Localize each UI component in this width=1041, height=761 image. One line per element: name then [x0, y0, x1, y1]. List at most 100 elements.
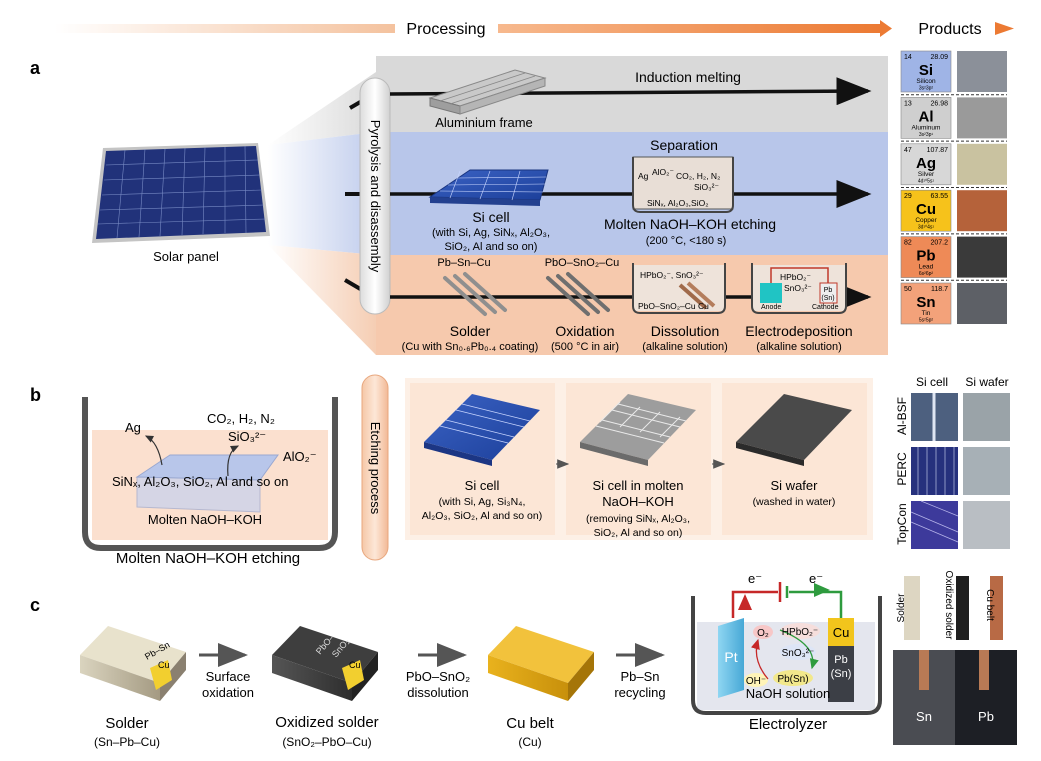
- e-right: e⁻: [809, 571, 823, 586]
- si-cell-title: Si cell: [472, 209, 509, 225]
- c-step3-a: Pb–Sn: [620, 669, 659, 684]
- element-photo-pb: [957, 236, 1007, 278]
- processing-bar-right: [498, 24, 880, 33]
- electro-title: Electrodeposition: [745, 323, 852, 339]
- processing-arrowhead: [880, 20, 892, 37]
- element-mass-si: 28.09: [930, 54, 948, 61]
- si-cell-detail-1: (with Si, Ag, SiNₓ, Al₂O₃,: [432, 227, 550, 239]
- processing-title: Processing: [406, 21, 485, 38]
- b-step2-title: Si cell in molten: [592, 478, 683, 493]
- element-card-pb: [900, 236, 952, 278]
- panel-b-letter: b: [30, 385, 41, 405]
- b-step3-title: Si wafer: [771, 478, 819, 493]
- beaker-sio3: SiO₃²⁻: [694, 182, 719, 192]
- etching-pill: [361, 374, 389, 561]
- row1-arrow-label: Induction melting: [635, 69, 741, 85]
- b-row-albsf: Al-BSF: [895, 397, 909, 435]
- dissolution-title: Dissolution: [651, 323, 719, 339]
- element-card-sn: [900, 282, 952, 325]
- c-photo-pb: Pb: [978, 709, 994, 724]
- c-item1-title: Solder: [105, 715, 148, 732]
- row1-item-label: Aluminium frame: [435, 115, 533, 130]
- e-pb: Pb: [834, 654, 847, 666]
- element-mass-ag: 107.87: [927, 147, 949, 154]
- oxidized-ribbons-image: [546, 272, 610, 316]
- solar-panel-label: Solar panel: [153, 249, 219, 264]
- b-step1-cell: [424, 394, 540, 466]
- etch-beaker: [632, 156, 734, 213]
- b-row-topcon: TopCon: [895, 503, 909, 544]
- e-pt: Pt: [724, 649, 737, 665]
- b-reactants: SiNₓ, Al₂O₃, SiO₂, Al and so on: [112, 474, 288, 489]
- b-beaker-caption: Molten NaOH–KOH etching: [116, 550, 300, 567]
- c-step2-b: dissolution: [407, 685, 468, 700]
- element-name-si: Silicon: [916, 78, 936, 85]
- separation-label: Separation: [650, 137, 718, 153]
- oxidation-detail: (500 °C in air): [551, 341, 619, 353]
- products-arrowhead: [995, 22, 1014, 35]
- b-ag-arrow: [144, 435, 163, 466]
- element-config-si: 3s²3p²: [919, 86, 934, 92]
- element-photo-ag: [957, 143, 1007, 185]
- diss-ions: HPbO₂⁻, SnO₃²⁻: [640, 270, 704, 280]
- electro-anode: Anode: [761, 304, 781, 311]
- b-photo-grid: [910, 393, 1010, 549]
- e-cu: Cu: [833, 625, 850, 640]
- element-name-al: Aluminum: [912, 124, 941, 131]
- aluminium-frame-image: [428, 69, 547, 115]
- fan-blue: [268, 132, 376, 255]
- etching-process-label: Etching process: [368, 422, 383, 515]
- b-step1-title: Si cell: [465, 478, 500, 493]
- element-config-al: 3s²3p¹: [919, 132, 934, 138]
- electro-beaker: [751, 263, 847, 314]
- element-photo-cu: [957, 190, 1007, 232]
- b-col-si-cell: Si cell: [916, 375, 948, 389]
- c-item2-detail: (SnO₂–PbO–Cu): [282, 735, 371, 749]
- beaker-reactants: SiNₓ, Al₂O₃,SiO₂: [647, 198, 709, 208]
- c-step3-b: recycling: [614, 685, 665, 700]
- c-item3-detail: (Cu): [518, 735, 541, 749]
- solder-ribbons-image: [443, 272, 507, 316]
- c-item3-title: Cu belt: [506, 715, 554, 732]
- element-mass-sn: 118.7: [931, 286, 948, 293]
- b-step3-wafer: [736, 394, 852, 466]
- ox-cu: Cu: [349, 660, 361, 670]
- dissolution-beaker: [632, 263, 726, 314]
- element-card-si: [900, 50, 952, 93]
- beaker-ag: Ag: [638, 171, 649, 181]
- pyrolysis-pill: [359, 77, 391, 315]
- c-step1-b: oxidation: [202, 685, 254, 700]
- element-number-pb: 82: [904, 240, 912, 247]
- element-mass-cu: 63.55: [930, 193, 948, 200]
- element-symbol-al: Al: [919, 108, 934, 125]
- e-solution: NaOH solution: [746, 686, 831, 701]
- beaker-gases: CO₂, H₂, N₂: [676, 171, 720, 181]
- solder-cu: Cu: [158, 660, 170, 670]
- c-photos: [893, 576, 1017, 745]
- fan-orange: [268, 245, 376, 355]
- element-photo-sn: [957, 283, 1007, 324]
- diss-solids: PbO–SnO₂–Cu Cu: [638, 301, 709, 311]
- element-photo-al: [957, 97, 1007, 139]
- electrolyzer: [691, 582, 882, 715]
- cu-belt-block: [488, 626, 594, 701]
- element-symbol-ag: Ag: [916, 155, 936, 172]
- panel-a-letter: a: [30, 58, 41, 78]
- b-step2-title2: NaOH–KOH: [602, 494, 674, 509]
- c-photo-sn: Sn: [916, 709, 932, 724]
- element-name-ag: Silver: [918, 171, 935, 178]
- b-step2-cell: [580, 394, 696, 466]
- b-step1-line1: (with Si, Ag, Si₃N₄,: [439, 496, 526, 508]
- element-number-cu: 29: [904, 193, 912, 200]
- c-step1-a: Surface: [206, 669, 251, 684]
- b-step3-line1: (washed in water): [753, 496, 836, 508]
- element-card-al: [900, 97, 952, 139]
- si-cell-image: [428, 169, 549, 206]
- element-name-cu: Copper: [915, 217, 937, 224]
- e-hpbo2: HPbO₂⁻: [782, 627, 818, 638]
- pbosno2cu-label: PbO–SnO₂–Cu: [545, 257, 620, 269]
- etch-vessel: [82, 397, 338, 551]
- electro-pb: Pb: [824, 287, 833, 294]
- element-mass-al: 26.98: [930, 100, 948, 107]
